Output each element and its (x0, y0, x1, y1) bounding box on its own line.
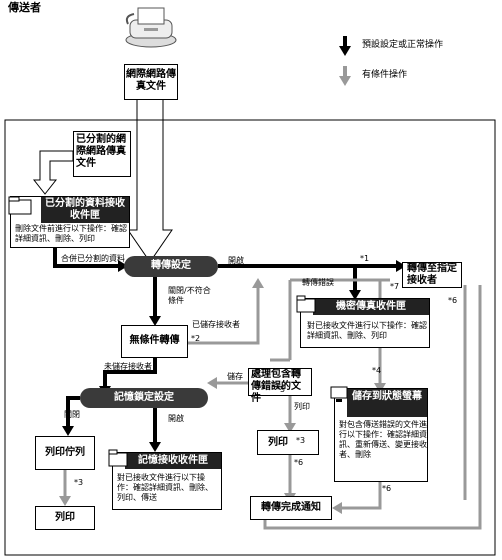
mark-7: *7 (390, 282, 400, 291)
split-inbox-title: 已分割的資料接收收件匣 (41, 197, 129, 223)
store-to-status-desc: 對包含傳送錯誤的文件進行以下操作：確認詳細資訊、重新傳送、變更接收者、刪除 (339, 420, 427, 459)
store-to-status-title: 儲存到狀態螢幕 (347, 389, 427, 417)
mark-3-left: *3 (74, 478, 84, 487)
store-to-status-screen: 儲存到狀態螢幕 對包含傳送錯誤的文件進行以下操作：確認詳細資訊、重新傳送、變更接… (334, 388, 428, 482)
label-on-1: 開啟 (228, 256, 244, 265)
main-hollow-arrow (127, 119, 173, 263)
mark-6-right: *6 (448, 296, 458, 305)
print-queue: 列印佇列 (35, 436, 95, 470)
label-off-2: 關閉 (64, 410, 80, 419)
split-inbox-desc: 刪除文件前進行以下操作：確認詳細資訊、刪除、列印 (15, 224, 127, 243)
print-middle-label: 列印 (268, 437, 288, 448)
internet-fax-document: 網際網路傳真文件 (124, 64, 178, 100)
split-inbox: 已分割的資料接收收件匣 刪除文件前進行以下操作：確認詳細資訊、刪除、列印 (10, 196, 130, 248)
label-store: 儲存 (227, 372, 243, 381)
label-merge-split: 合併已分割的資料 (61, 254, 125, 263)
mark-2: *2 (191, 334, 201, 343)
label-stored-receiver: 已儲存接收者 (192, 320, 240, 329)
memory-lock-settings: 記憶鎖定設定 (80, 388, 208, 408)
mark-1: *1 (360, 254, 370, 263)
monitor-icon (330, 386, 350, 404)
legend-conditional-label: 有條件操作 (362, 70, 408, 80)
label-forward-error: 轉傳錯誤 (302, 278, 334, 287)
confidential-inbox: 機密傳真收件匣 對已接收文件進行以下操作：確認詳細資訊、刪除、列印 (300, 298, 430, 348)
label-print: 列印 (294, 402, 310, 411)
forward-to-receiver: 轉傳至指定接收者 (402, 262, 462, 288)
outer-frame (4, 119, 496, 556)
legend-default-label: 預設設定或正常操作 (362, 40, 444, 50)
fax-machine-icon (124, 6, 178, 48)
mark-3-middle: *3 (296, 436, 306, 445)
label-off-nonmatch: 關閉/不符合條件 (168, 286, 211, 305)
folder-icon (108, 448, 130, 468)
folder-icon (296, 294, 318, 314)
folder-icon (8, 194, 34, 216)
page-title: 傳送者 (8, 1, 41, 14)
memory-inbox: 記憶接收收件匣 對已接收文件進行以下操作：確認詳細資訊、刪除、列印、傳送 (112, 452, 222, 510)
split-hollow-arrow (32, 150, 74, 195)
mark-4: *4 (372, 366, 382, 375)
forward-settings: 轉傳設定 (124, 256, 218, 277)
mark-6-middle: *6 (294, 458, 304, 467)
confidential-inbox-title: 機密傳真收件匣 (313, 299, 429, 315)
print-middle: 列印 (257, 430, 319, 455)
print-bottom: 列印 (35, 506, 95, 530)
unconditional-forward: 無條件轉傳 (121, 325, 188, 358)
label-unstored-receiver: 未儲存接收者 (104, 362, 152, 371)
process-error-docs: 處理包含轉傳錯誤的文件 (248, 368, 312, 404)
label-on-2: 開啟 (168, 414, 184, 423)
memory-inbox-desc: 對已接收文件進行以下操作：確認詳細資訊、刪除、列印、傳送 (117, 473, 213, 502)
split-fax-document: 已分割的網際網路傳真文件 (73, 131, 131, 177)
confidential-inbox-desc: 對已接收文件進行以下操作：確認詳細資訊、刪除、列印 (307, 321, 427, 340)
mark-6-status: *6 (382, 484, 392, 493)
mark-5: *5 (276, 385, 286, 394)
forward-done-notice: 轉傳完成通知 (250, 496, 332, 520)
memory-inbox-title: 記憶接收收件匣 (125, 453, 221, 469)
